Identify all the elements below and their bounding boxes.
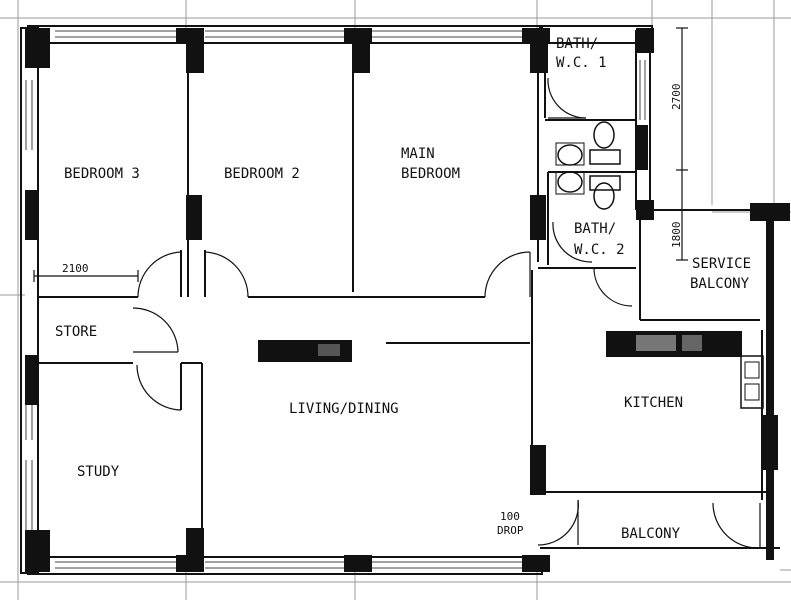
toilet-1-icon [593, 121, 615, 149]
label-living-dining: LIVING/DINING [289, 401, 399, 417]
label-kitchen: KITCHEN [624, 395, 683, 411]
label-store: STORE [55, 324, 97, 340]
interior-walls [38, 45, 760, 555]
outer-walls [20, 25, 780, 575]
toilet-2-icon [593, 182, 615, 210]
label-service-balcony-line1: SERVICE [692, 256, 751, 272]
doors [132, 77, 761, 549]
label-bath-1-line2: W.C. 1 [556, 55, 607, 71]
dimension-lines [33, 27, 688, 282]
drop-label: DROP [497, 524, 524, 537]
label-bedroom-2: BEDROOM 2 [224, 166, 300, 182]
drop-value: 100 [500, 510, 520, 523]
dimension-1800: 1800 [670, 222, 683, 249]
dimension-2700: 2700 [670, 84, 683, 111]
label-main-bedroom-line2: BEDROOM [401, 166, 460, 182]
kitchen-sink-icon [740, 355, 764, 409]
label-balcony: BALCONY [621, 526, 681, 542]
label-main-bedroom-line1: MAIN [401, 146, 435, 162]
fixtures [258, 121, 764, 409]
columns [25, 28, 790, 572]
basin-1-icon [557, 144, 583, 166]
basin-2-icon [557, 171, 583, 193]
label-bedroom-3: BEDROOM 3 [64, 166, 140, 182]
label-bath-1-line1: BATH/ [556, 36, 598, 52]
label-study: STUDY [77, 464, 120, 480]
dimension-2100: 2100 [62, 262, 89, 275]
label-service-balcony-line2: BALCONY [690, 276, 750, 292]
label-bath-2-line1: BATH/ [574, 221, 616, 237]
label-bath-2-line2: W.C. 2 [574, 242, 625, 258]
room-labels: BEDROOM 3 BEDROOM 2 MAIN BEDROOM BATH/ W… [55, 36, 751, 542]
